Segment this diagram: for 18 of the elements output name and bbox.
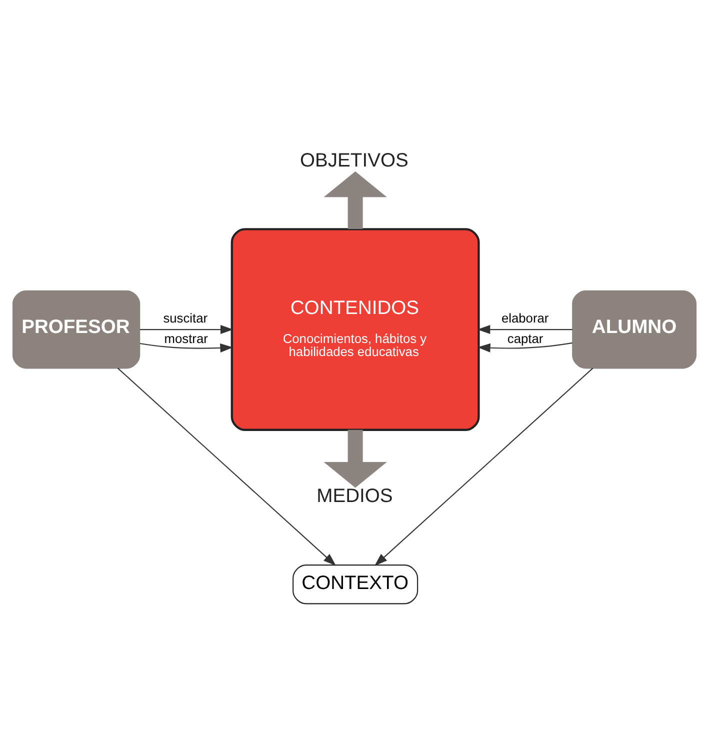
arrow [140, 324, 234, 334]
node-text: OBJETIVOS [300, 150, 408, 171]
edge-label: suscitar [163, 310, 208, 326]
edge-label: elaborar [502, 310, 549, 326]
arrow [140, 342, 234, 352]
node-box: CONTENIDOS Conocimientos, hábitos y habilidades educativas [230, 228, 480, 430]
arrow [324, 170, 387, 229]
edge-label: captar [507, 330, 544, 346]
arrow [374, 367, 594, 566]
arrow [117, 367, 336, 566]
arrow [477, 324, 572, 334]
node-text: MEDIOS [316, 486, 393, 507]
arrow [477, 342, 572, 352]
edge-label: mostrar [164, 330, 208, 346]
node-box: PROFESOR [12, 290, 140, 368]
node-box: CONTEXTO [292, 564, 418, 604]
arrow [324, 429, 387, 488]
node-box: ALUMNO [572, 290, 697, 368]
